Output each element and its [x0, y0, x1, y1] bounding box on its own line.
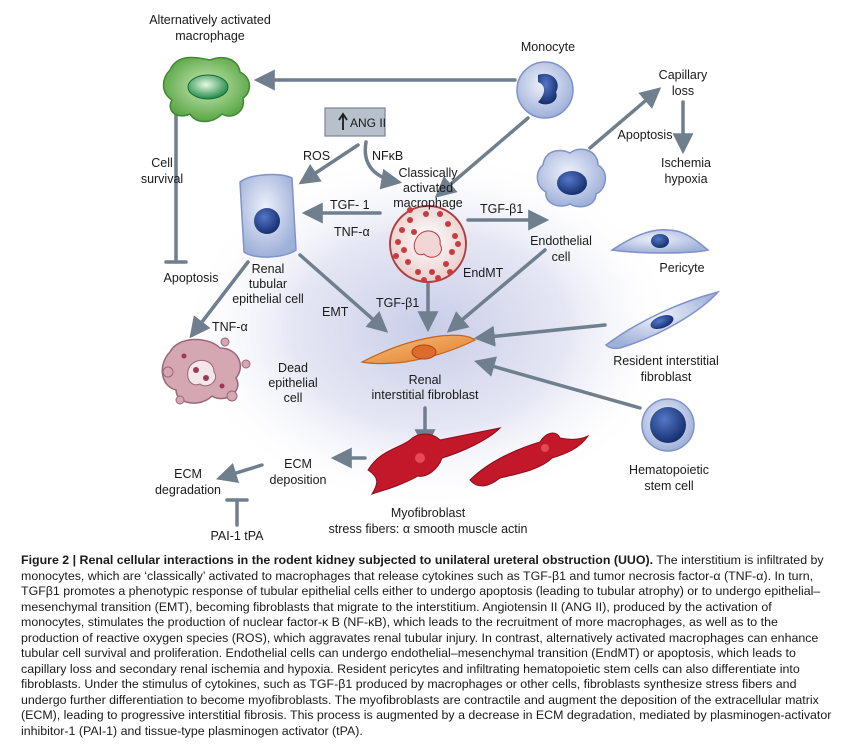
arrow-resident-to-fibroblast	[473, 323, 607, 347]
label-ischemia-1: Ischemia	[661, 156, 711, 170]
myofibroblast-cells	[367, 427, 590, 495]
label-resident-2: fibroblast	[641, 370, 692, 384]
label-dead-3: cell	[284, 391, 303, 405]
label-ecm-degradation-1: ECM	[174, 467, 202, 481]
label-pai-tpa: PAI-1 tPA	[210, 529, 264, 543]
label-tubular-3: epithelial cell	[232, 292, 304, 306]
arrow-ecm-dep-to-degradation	[215, 463, 264, 484]
macrophage-granule	[449, 249, 455, 255]
monocyte-cell	[516, 61, 574, 119]
macrophage-granule	[437, 211, 443, 217]
arrow-ang2-to-ros	[298, 143, 360, 185]
label-alt-macrophage-2: macrophage	[175, 29, 245, 43]
figure-caption: Figure 2 | Renal cellular interactions i…	[21, 553, 836, 740]
label-ecm-deposition-2: deposition	[270, 473, 327, 487]
label-tubular-2: tubular	[249, 277, 287, 291]
label-classic-1: Classically	[398, 166, 458, 180]
macrophage-granule	[395, 239, 401, 245]
label-tgfb1-right: TGF-β1	[480, 202, 523, 216]
macrophage-granule	[443, 261, 449, 267]
label-ros: ROS	[303, 149, 330, 163]
macrophage-granule	[393, 253, 399, 259]
arrow-tubular-to-fibroblast	[298, 253, 389, 333]
label-monocyte: Monocyte	[521, 40, 575, 54]
label-renal-interstitial-1: Renal	[409, 373, 442, 387]
label-resident-1: Resident interstitial	[613, 354, 719, 368]
label-alt-macrophage-1: Alternatively activated	[149, 13, 271, 27]
arrow-ang2-to-classic	[363, 140, 403, 190]
pericyte-cell	[609, 229, 710, 254]
label-hematopoietic-1: Hematopoietic	[629, 463, 709, 477]
arrow-hematopoietic-to-fibroblast	[473, 356, 642, 410]
label-ischemia-2: hypoxia	[664, 172, 707, 186]
arrows	[164, 69, 694, 527]
caption-figure-label: Figure 2 | Renal cellular interactions i…	[21, 553, 654, 567]
arrow-endothelial-to-fibroblast	[446, 248, 547, 333]
label-endmt: EndMT	[463, 266, 504, 280]
label-cell-survival-2: survival	[141, 172, 183, 186]
macrophage-granule	[405, 259, 411, 265]
label-tgf1-left: TGF- 1	[330, 198, 370, 212]
label-tnfa-dead: TNF-α	[212, 320, 248, 334]
arrow-monocyte-to-classic-macrophage	[434, 116, 530, 198]
macrophage-granule	[435, 275, 441, 281]
macrophage-granule	[415, 269, 421, 275]
macrophage-granule	[407, 207, 413, 213]
label-tubular-1: Renal	[252, 262, 285, 276]
label-endothelial-1: Endothelial	[530, 234, 592, 248]
arrow-endothelial-to-capillary-loss	[588, 87, 662, 150]
label-emt: EMT	[322, 305, 349, 319]
label-capillary-2: loss	[672, 84, 694, 98]
label-apoptosis-endo: Apoptosis	[618, 128, 673, 142]
label-renal-interstitial-2: interstitial fibroblast	[372, 388, 480, 402]
endothelial-cell	[536, 148, 607, 208]
label-tgfb1-center: TGF-β1	[376, 296, 419, 310]
ang2-box	[324, 107, 386, 137]
macrophage-granule	[421, 277, 427, 283]
hematopoietic-cell	[641, 398, 695, 452]
resident-fibroblast-cell	[604, 290, 721, 350]
label-endothelial-2: cell	[552, 250, 571, 264]
label-ecm-degradation-2: degradation	[155, 483, 221, 497]
label-hematopoietic-2: stem cell	[644, 479, 693, 493]
label-myofibroblast-2: stress fibers: α smooth muscle actin	[329, 522, 528, 536]
macrophage-granule	[423, 211, 429, 217]
label-ecm-deposition-1: ECM	[284, 457, 312, 471]
label-myofibroblast-1: Myofibroblast	[391, 506, 466, 520]
macrophage-granule	[445, 221, 451, 227]
dead-epithelial-cell	[161, 337, 251, 405]
label-ang2: ANG II	[350, 116, 386, 130]
macrophage-granule	[401, 247, 407, 253]
label-nfkb: NFκB	[372, 149, 403, 163]
macrophage-granule	[407, 217, 413, 223]
caption-text: The interstitium is infiltrated by monoc…	[21, 553, 832, 739]
macrophage-granule	[429, 269, 435, 275]
macrophage-granule	[399, 227, 405, 233]
renal-interaction-diagram: Alternatively activated macrophage Monoc…	[141, 13, 721, 543]
label-capillary-1: Capillary	[659, 68, 708, 82]
interstitial-fibroblast-cell	[360, 334, 477, 365]
label-cell-survival-1: Cell	[151, 156, 173, 170]
macrophage-granule	[411, 229, 417, 235]
diagram-labels: Alternatively activated macrophage Monoc…	[141, 13, 719, 543]
arrow-tubular-to-dead	[189, 260, 250, 339]
label-tnfa-left: TNF-α	[334, 225, 370, 239]
label-classic-2: activated	[403, 181, 453, 195]
label-dead-1: Dead	[278, 361, 308, 375]
tubular-epithelial-cell	[239, 173, 297, 258]
label-apoptosis-left: Apoptosis	[164, 271, 219, 285]
macrophage-granule	[455, 241, 461, 247]
label-classic-3: macrophage	[393, 196, 463, 210]
macrophage-granule	[452, 233, 458, 239]
classic-macrophage-cell	[389, 205, 467, 283]
alt-macrophage-cell	[162, 56, 251, 123]
macrophage-granule	[447, 269, 453, 275]
label-pericyte: Pericyte	[659, 261, 704, 275]
label-dead-2: epithelial	[268, 376, 317, 390]
